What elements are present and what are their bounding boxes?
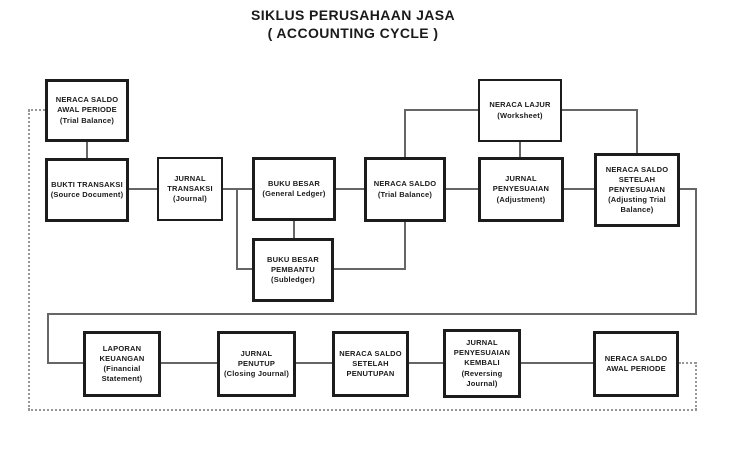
connector-setelah-exit <box>680 188 697 190</box>
connector-kembali-to-awal-bottom <box>521 362 593 364</box>
connector-laporan-to-penutup <box>161 362 217 364</box>
diagram-title: SIKLUS PERUSAHAAN JASA ( ACCOUNTING CYCL… <box>0 6 706 42</box>
connector-penutup-to-penutupan <box>296 362 332 364</box>
box-jurnal-penutup: JURNAL PENUTUP (Closing Journal) <box>217 331 296 397</box>
connector-jurnal-transaksi-to-pembantu-vertical <box>236 188 238 270</box>
connector-lajur-to-setelah-vertical <box>636 109 638 153</box>
connector-neraca-saldo-to-lajur-horizontal <box>404 109 478 111</box>
box-jurnal-penyesuaian-kembali: JURNAL PENYESUAIAN KEMBALI (Reversing Jo… <box>443 329 521 398</box>
title-line-2: ( ACCOUNTING CYCLE ) <box>267 25 439 41</box>
connector-jurnal-transaksi-to-pembantu-horizontal <box>236 268 252 270</box>
dotted-into-awal-top <box>28 109 45 111</box>
connector-buku-besar-to-pembantu <box>293 221 295 238</box>
box-buku-besar-pembantu: BUKU BESAR PEMBANTU (Subledger) <box>252 238 334 302</box>
connector-awal-top-to-bukti <box>86 142 88 158</box>
connector-left-drop <box>47 313 49 364</box>
box-buku-besar: BUKU BESAR (General Ledger) <box>252 157 336 221</box>
dotted-right-drop <box>695 362 697 410</box>
box-neraca-saldo-awal-periode-bottom: NERACA SALDO AWAL PERIODE <box>593 331 679 397</box>
connector-lajur-to-setelah-horizontal <box>562 109 637 111</box>
box-laporan-keuangan: LAPORAN KEUANGAN (Financial Statement) <box>83 331 161 397</box>
connector-neraca-saldo-to-lajur-vertical <box>404 110 406 157</box>
dotted-awal-bottom-exit <box>679 362 696 364</box>
connector-lajur-to-penyesuaian <box>519 142 521 157</box>
connector-buku-besar-to-neraca-saldo <box>336 188 364 190</box>
connector-neraca-saldo-to-penyesuaian <box>446 188 478 190</box>
box-jurnal-penyesuaian: JURNAL PENYESUAIAN (Adjustment) <box>478 157 564 222</box>
connector-penyesuaian-to-setelah <box>564 188 594 190</box>
box-neraca-saldo-setelah-penyesuaian: NERACA SALDO SETELAH PENYESUAIAN (Adjust… <box>594 153 680 227</box>
box-neraca-lajur: NERACA LAJUR (Worksheet) <box>478 79 562 142</box>
box-neraca-saldo-setelah-penutupan: NERACA SALDO SETELAH PENUTUPAN <box>332 331 409 397</box>
connector-right-drop <box>695 188 697 315</box>
box-neraca-saldo: NERACA SALDO (Trial Balance) <box>364 157 446 222</box>
connector-into-laporan <box>47 362 83 364</box>
connector-pembantu-to-neraca-saldo-horizontal <box>334 268 405 270</box>
connector-bukti-to-jurnal-transaksi <box>129 188 157 190</box>
box-bukti-transaksi: BUKTI TRANSAKSI (Source Document) <box>45 158 129 222</box>
connector-return-horizontal <box>47 313 697 315</box>
dotted-left-rise <box>28 110 30 410</box>
box-jurnal-transaksi: JURNAL TRANSAKSI (Journal) <box>157 157 223 221</box>
title-line-1: SIKLUS PERUSAHAAN JASA <box>250 7 456 23</box>
connector-penutupan-to-kembali <box>409 362 443 364</box>
dotted-bottom-return <box>28 409 697 411</box>
box-neraca-saldo-awal-periode-top: NERACA SALDO AWAL PERIODE (Trial Balance… <box>45 79 129 142</box>
connector-pembantu-to-neraca-saldo-vertical <box>404 222 406 270</box>
